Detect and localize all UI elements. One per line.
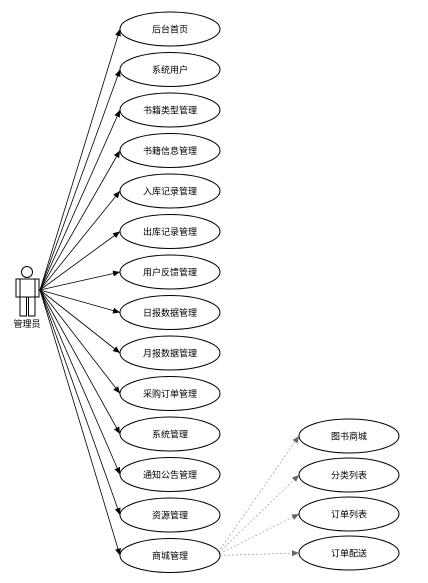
dependency-line — [215, 435, 300, 556]
association-line — [39, 289, 121, 354]
use-case-label: 采购订单管理 — [143, 388, 197, 400]
use-case-label: 系统管理 — [152, 429, 188, 441]
use-case[interactable]: 采购订单管理 — [119, 376, 221, 411]
use-case-ellipse[interactable] — [119, 173, 221, 209]
use-case-ellipse[interactable] — [119, 295, 221, 330]
sub-use-case-ellipse[interactable] — [298, 418, 400, 454]
association-line — [39, 270, 121, 291]
use-case[interactable]: 用户反馈管理 — [119, 254, 221, 290]
use-case-ellipse[interactable] — [119, 416, 221, 452]
sub-use-case[interactable]: 图书商城 — [298, 418, 400, 454]
dependency-line — [215, 513, 300, 556]
use-case-ellipse[interactable] — [119, 11, 221, 47]
association-line — [39, 231, 121, 291]
sub-use-case-label: 订单列表 — [331, 509, 367, 521]
sub-use-case-ellipse[interactable] — [298, 535, 400, 571]
use-case[interactable]: 系统管理 — [119, 416, 221, 452]
association-line — [39, 289, 121, 314]
use-case[interactable]: 书籍信息管理 — [119, 133, 221, 168]
use-case[interactable]: 系统用户 — [119, 52, 221, 87]
use-case-label: 出库记录管理 — [143, 226, 197, 238]
association-line — [39, 69, 121, 291]
dependency-line — [215, 550, 300, 557]
use-case[interactable]: 出库记录管理 — [119, 214, 221, 249]
use-case-list: 后台首页系统用户书籍类型管理书籍信息管理入库记录管理出库记录管理用户反馈管理日报… — [119, 11, 221, 573]
use-case-label: 用户反馈管理 — [143, 267, 197, 279]
use-case[interactable]: 入库记录管理 — [119, 173, 221, 209]
actor-label: 管理员 — [13, 318, 40, 330]
use-case-label: 日报数据管理 — [143, 307, 197, 319]
use-case-ellipse[interactable] — [119, 538, 221, 573]
use-case-ellipse[interactable] — [119, 52, 221, 87]
use-case-ellipse[interactable] — [119, 335, 221, 371]
association-line — [39, 150, 121, 291]
use-case-label: 商城管理 — [152, 550, 188, 562]
use-case[interactable]: 商城管理 — [119, 538, 221, 573]
association-line — [39, 289, 121, 435]
sub-use-case[interactable]: 订单列表 — [298, 496, 400, 532]
dependency-line — [215, 474, 300, 556]
sub-use-case-label: 图书商城 — [331, 431, 367, 443]
use-case[interactable]: 日报数据管理 — [119, 295, 221, 330]
dependency-lines — [215, 435, 300, 557]
association-line — [39, 289, 121, 516]
association-lines — [39, 28, 121, 556]
association-line — [39, 28, 121, 291]
use-case-label: 系统用户 — [152, 64, 188, 76]
use-case[interactable]: 后台首页 — [119, 11, 221, 47]
use-case-label: 通知公告管理 — [143, 469, 197, 481]
association-line — [39, 289, 121, 475]
use-case[interactable]: 书籍类型管理 — [119, 92, 221, 128]
association-line — [39, 289, 121, 394]
use-case-label: 月报数据管理 — [143, 348, 197, 360]
actor-figure-icon — [15, 266, 40, 317]
sub-use-case-ellipse[interactable] — [298, 496, 400, 532]
association-line — [39, 109, 121, 291]
use-case-ellipse[interactable] — [119, 457, 221, 492]
sub-use-case[interactable]: 订单配送 — [298, 535, 400, 571]
use-case-label: 入库记录管理 — [143, 186, 197, 198]
sub-use-case-ellipse[interactable] — [298, 457, 400, 493]
use-case-ellipse[interactable] — [119, 92, 221, 128]
actor: 管理员 — [13, 266, 41, 330]
use-case-label: 书籍信息管理 — [143, 145, 197, 157]
sub-use-case-label: 订单配送 — [331, 548, 367, 560]
use-case-ellipse[interactable] — [119, 497, 221, 533]
use-case[interactable]: 月报数据管理 — [119, 335, 221, 371]
use-case-ellipse[interactable] — [119, 254, 221, 290]
use-case[interactable]: 通知公告管理 — [119, 457, 221, 492]
use-case-ellipse[interactable] — [119, 214, 221, 249]
association-line — [39, 190, 121, 291]
use-case-label: 后台首页 — [152, 24, 188, 36]
association-line — [39, 289, 121, 556]
use-case[interactable]: 资源管理 — [119, 497, 221, 533]
sub-use-case-label: 分类列表 — [331, 470, 367, 482]
use-case-label: 书籍类型管理 — [143, 105, 197, 117]
use-case-label: 资源管理 — [152, 510, 188, 522]
sub-use-case[interactable]: 分类列表 — [298, 457, 400, 493]
use-case-ellipse[interactable] — [119, 133, 221, 168]
use-case-ellipse[interactable] — [119, 376, 221, 411]
